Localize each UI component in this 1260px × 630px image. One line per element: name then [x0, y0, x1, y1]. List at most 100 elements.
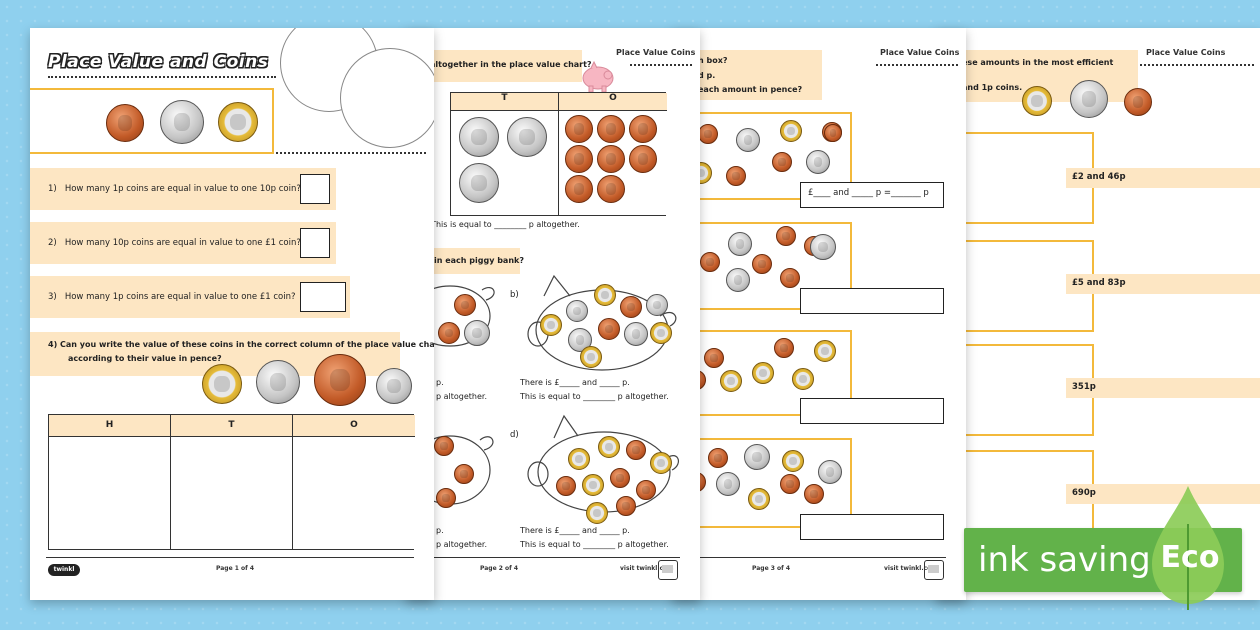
worksheet-title: Place Value and Coins — [48, 52, 269, 72]
pound-coin — [752, 362, 774, 384]
one-penny-coin — [597, 115, 625, 143]
tens-cell — [451, 111, 559, 215]
column-header: T — [451, 93, 559, 111]
question-text: altogether in the place value chart? — [430, 60, 592, 69]
question-strip — [30, 222, 336, 264]
eco-drop-icon — [1152, 486, 1224, 610]
one-penny-coin — [556, 476, 576, 496]
hundreds-cell[interactable] — [49, 437, 171, 549]
one-penny-coin — [565, 145, 593, 173]
ten-pence-coin — [818, 460, 842, 484]
label-b: b) — [510, 290, 519, 300]
answer-box[interactable] — [800, 288, 944, 314]
answer-line-a1: p. — [436, 378, 444, 387]
answer-line-a2: p altogether. — [436, 392, 488, 401]
worksheet-page-2: Place Value Coins altogether in the plac… — [406, 28, 700, 600]
question-3: 3) How many 1p coins are equal in value … — [48, 292, 296, 302]
page-number: Page 2 of 4 — [480, 565, 518, 572]
one-penny-coin — [708, 448, 728, 468]
coin-sketch-icon — [340, 48, 434, 148]
ten-pence-coin — [459, 117, 499, 157]
ten-pence-coin — [507, 117, 547, 157]
pound-coin — [580, 346, 602, 368]
pound-coin — [780, 120, 802, 142]
pound-coin — [748, 488, 770, 510]
ten-pence-coin — [376, 368, 412, 404]
one-penny-coin — [106, 104, 144, 142]
formula-text: £____ and _____ p =_______ p — [808, 188, 929, 198]
pound-coin — [650, 322, 672, 344]
pound-coin — [1022, 86, 1052, 116]
ten-pence-coin — [566, 300, 588, 322]
ten-pence-coin — [728, 232, 752, 256]
answer-box[interactable] — [800, 514, 944, 540]
question-4-line-2: according to their value in pence? — [68, 354, 222, 363]
column-header: O — [293, 415, 415, 437]
one-penny-coin — [774, 338, 794, 358]
section-divider — [276, 152, 426, 154]
one-penny-coin — [626, 440, 646, 460]
footer-divider — [688, 557, 946, 558]
pound-coin — [792, 368, 814, 390]
column-header: T — [171, 415, 293, 437]
one-penny-coin — [598, 318, 620, 340]
one-penny-coin — [824, 124, 842, 142]
place-value-table: T O — [450, 92, 667, 216]
answer-line-c1: p. — [436, 526, 444, 535]
answer-box-q1[interactable] — [300, 174, 330, 204]
one-penny-coin — [597, 175, 625, 203]
ten-pence-coin — [736, 128, 760, 152]
one-penny-coin — [610, 468, 630, 488]
ten-pence-coin — [646, 294, 668, 316]
pound-coin — [782, 450, 804, 472]
tens-cell[interactable] — [171, 437, 293, 549]
page-header-label: Place Value Coins — [1146, 48, 1226, 57]
question-strip — [30, 168, 336, 210]
ink-saving-text: ink saving — [978, 540, 1151, 580]
one-penny-coin — [629, 145, 657, 173]
ones-cell[interactable] — [293, 437, 415, 549]
answer-box-q2[interactable] — [300, 228, 330, 258]
ones-cell — [559, 111, 667, 215]
equal-b: This is equal to ________ p altogether. — [520, 392, 669, 401]
page-header-label: Place Value Coins — [880, 48, 960, 57]
one-penny-coin — [434, 436, 454, 456]
piggy-bank-outline-icon — [420, 285, 495, 347]
page-number: Page 3 of 4 — [752, 565, 790, 572]
one-penny-coin — [1124, 88, 1152, 116]
one-penny-coin — [565, 175, 593, 203]
worksheet-page-3: Place Value Coins h box? d p. each amoun… — [672, 28, 966, 600]
pound-coin — [594, 284, 616, 306]
one-penny-coin — [629, 115, 657, 143]
answer-box[interactable] — [800, 398, 944, 424]
eco-label: Eco — [1160, 540, 1220, 575]
ten-pence-coin — [726, 268, 750, 292]
one-penny-coin — [454, 294, 476, 316]
quality-stamp-icon — [924, 560, 944, 580]
place-value-table: H T O — [48, 414, 415, 550]
column-header: H — [49, 415, 171, 437]
quality-stamp-icon — [658, 560, 678, 580]
answer-box-q3[interactable] — [300, 282, 346, 312]
one-penny-coin — [780, 268, 800, 288]
one-penny-coin — [438, 322, 460, 344]
piggy-bank-icon — [582, 60, 614, 93]
header-divider — [876, 64, 958, 66]
two-pence-coin — [314, 354, 366, 406]
page-header-label: Place Value Coins — [616, 48, 696, 57]
column-header: O — [559, 93, 667, 111]
question-2: 2) How many 10p coins are equal in value… — [48, 238, 301, 248]
equal-line: . This is equal to ________ p altogether… — [426, 220, 580, 229]
ten-pence-coin — [459, 163, 499, 203]
ten-pence-coin — [810, 234, 836, 260]
answer-box[interactable] — [800, 182, 944, 208]
one-penny-coin — [780, 474, 800, 494]
footer-divider — [422, 557, 680, 558]
one-penny-coin — [752, 254, 772, 274]
label-d: d) — [510, 430, 519, 440]
one-penny-coin — [776, 226, 796, 246]
one-penny-coin — [772, 152, 792, 172]
pound-coin — [540, 314, 562, 336]
one-penny-coin — [698, 124, 718, 144]
amount-label: £5 and 83p — [1066, 274, 1260, 294]
